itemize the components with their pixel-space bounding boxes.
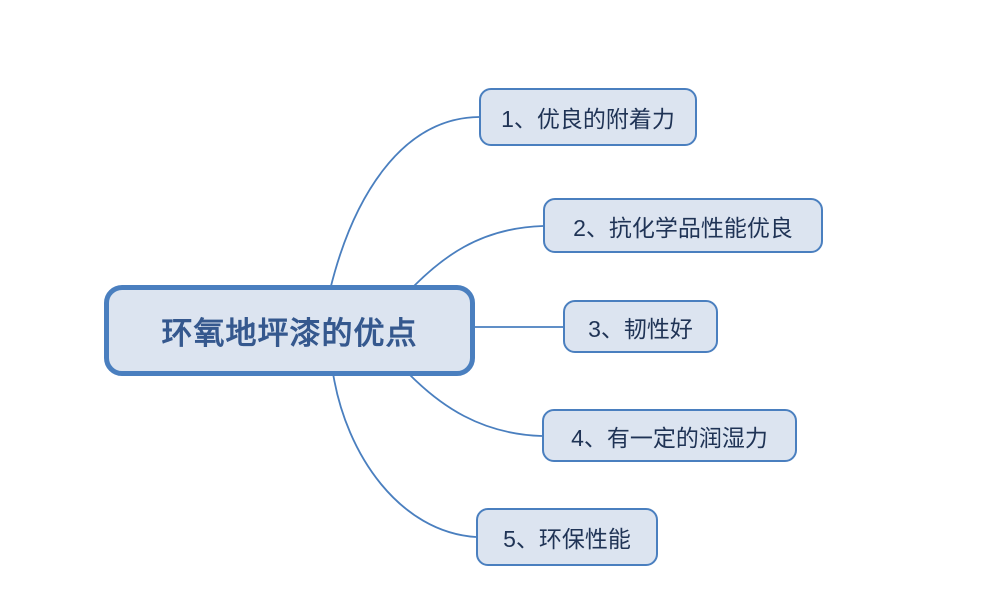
connector-to-branch-1 bbox=[329, 116, 480, 291]
branch-node-5-label: 5、环保性能 bbox=[503, 526, 631, 552]
branch-node-2[interactable]: 2、抗化学品性能优良 bbox=[543, 198, 823, 253]
branch-node-1-label: 1、优良的附着力 bbox=[501, 106, 675, 132]
branch-node-4[interactable]: 4、有一定的润湿力 bbox=[542, 409, 797, 462]
branch-node-1[interactable]: 1、优良的附着力 bbox=[479, 88, 697, 146]
branch-node-2-label: 2、抗化学品性能优良 bbox=[573, 214, 793, 241]
connector-to-branch-4 bbox=[409, 374, 543, 437]
central-node-label: 环氧地坪漆的优点 bbox=[161, 316, 418, 351]
connector-to-branch-2 bbox=[413, 225, 544, 287]
central-node[interactable]: 环氧地坪漆的优点 bbox=[104, 285, 475, 376]
branch-node-3-label: 3、韧性好 bbox=[588, 315, 693, 342]
connector-to-branch-5 bbox=[332, 372, 477, 538]
branch-node-3[interactable]: 3、韧性好 bbox=[563, 300, 718, 353]
branch-node-4-label: 4、有一定的润湿力 bbox=[571, 424, 768, 451]
branch-node-5[interactable]: 5、环保性能 bbox=[476, 508, 658, 566]
